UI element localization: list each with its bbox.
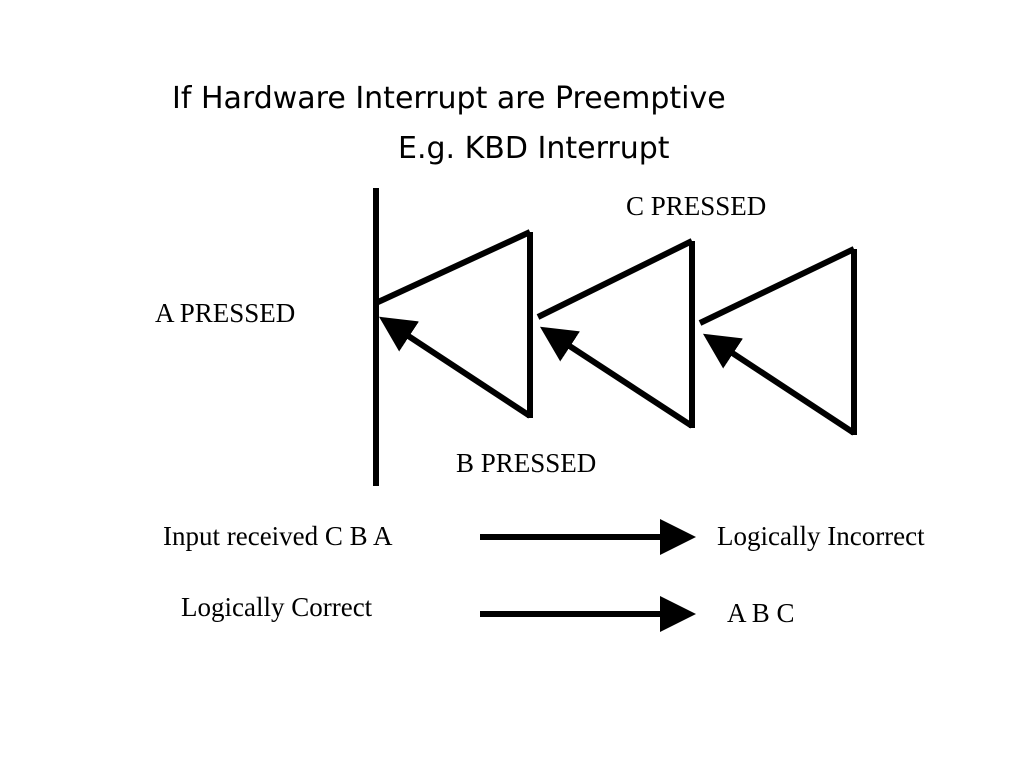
input-received-label: Input received C B A (163, 521, 393, 551)
correct-order-label: A B C (727, 598, 795, 628)
interrupt-a-up-edge (374, 229, 532, 306)
interrupt-b-return-arrow (539, 326, 694, 429)
logically-incorrect-label: Logically Incorrect (717, 521, 925, 551)
c-pressed-label: C PRESSED (626, 191, 767, 221)
slide-title-line2: E.g. KBD Interrupt (398, 131, 670, 166)
interrupt-a-triangle (374, 229, 533, 419)
slide-title-line1: If Hardware Interrupt are Preemptive (172, 81, 726, 116)
interrupt-c-up-edge (698, 246, 856, 326)
interrupt-a-return-arrow (378, 316, 532, 419)
interrupt-c-triangle (698, 246, 857, 436)
interrupt-b-triangle (536, 238, 695, 429)
a-pressed-label: A PRESSED (155, 298, 296, 328)
interrupt-c-return-arrow (702, 333, 856, 436)
logically-correct-label: Logically Correct (181, 592, 373, 622)
b-pressed-label: B PRESSED (456, 448, 597, 478)
interrupt-b-up-edge (536, 238, 694, 320)
